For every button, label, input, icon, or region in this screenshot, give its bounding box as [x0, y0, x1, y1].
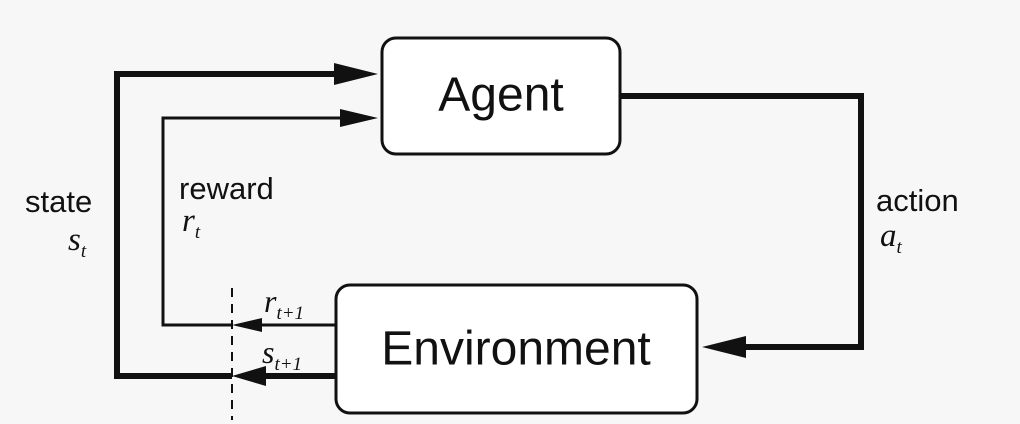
action-arrow	[620, 93, 864, 358]
next-reward-symbol: r	[264, 283, 277, 319]
environment-box	[334, 283, 699, 415]
action-label: action	[876, 183, 959, 218]
state-arrowhead	[334, 63, 378, 85]
next-state-arrow	[232, 366, 336, 386]
next-reward-symbol-label: rt+1	[264, 283, 304, 324]
environment-label: Environment	[381, 323, 650, 376]
action-symbol-label: at	[880, 218, 903, 258]
reward-arrowhead	[340, 109, 378, 127]
agent-label: Agent	[438, 69, 563, 122]
next-state-arrowhead	[232, 366, 266, 386]
next-state-subscript: t+1	[274, 354, 302, 375]
action-line	[620, 93, 864, 350]
reward-symbol-label: rt	[182, 203, 201, 243]
next-state-symbol-label: st+1	[262, 334, 302, 375]
reward-arrow	[161, 109, 378, 327]
agent-node: Agent	[380, 36, 622, 156]
action-arrowhead	[702, 336, 746, 358]
state-arrow	[114, 63, 378, 379]
state-symbol-label: st	[68, 222, 87, 262]
reward-label: reward	[179, 171, 274, 206]
reward-line	[161, 116, 342, 327]
next-reward-arrow	[232, 318, 336, 332]
state-subscript: t	[81, 241, 87, 262]
next-reward-arrowhead	[232, 318, 262, 332]
reward-subscript: t	[195, 222, 201, 243]
state-symbol: s	[68, 222, 81, 258]
state-label: state	[25, 184, 92, 219]
next-reward-subscript: t+1	[276, 303, 304, 324]
action-subscript: t	[897, 237, 903, 258]
next-state-symbol: s	[262, 334, 274, 370]
state-line	[114, 71, 336, 379]
reward-symbol: r	[182, 203, 195, 239]
action-symbol: a	[880, 218, 897, 254]
environment-node: Environment	[334, 283, 699, 415]
